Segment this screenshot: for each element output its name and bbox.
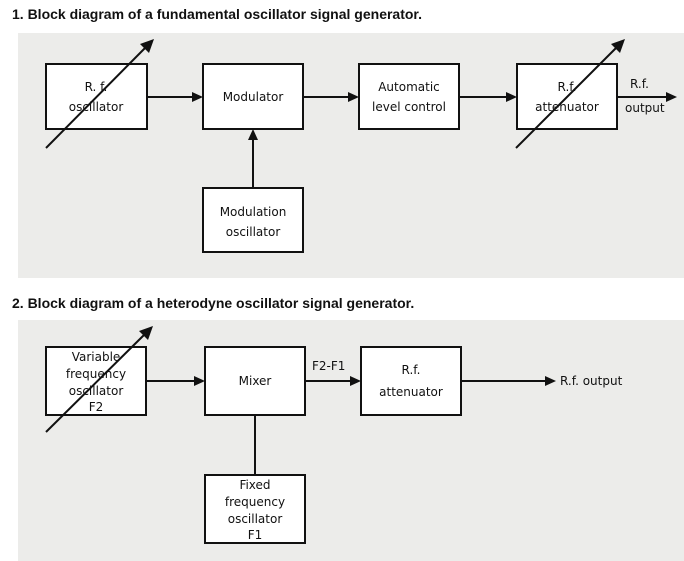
variable-control-arrow [515, 39, 625, 149]
ffo-label-3: oscillator [228, 512, 283, 526]
rf-attenuator-label-2: attenuator [535, 100, 599, 114]
connector-alc-to-attenuator [459, 92, 517, 102]
fixed-frequency-oscillator-block: Fixed frequency oscillator F1 [204, 474, 306, 544]
mixer-output-label: F2-F1 [312, 359, 345, 373]
rf-attenuator-block-2: R.f. attenuator [360, 346, 462, 416]
alc-label-2: level control [372, 100, 446, 114]
alc-label-1: Automatic [378, 80, 440, 94]
ffo-label-1: Fixed [239, 478, 270, 492]
connector-mixer-to-attenuator [305, 376, 361, 386]
modulation-oscillator-label-2: oscillator [226, 225, 281, 239]
connector-rfosc-to-modulator [147, 92, 203, 102]
rf-oscillator-label-2: oscillator [69, 100, 124, 114]
diagram2-caption: 2. Block diagram of a heterodyne oscilla… [12, 295, 415, 311]
diagram1-caption: 1. Block diagram of a fundamental oscill… [12, 6, 422, 22]
automatic-level-control-block: Automatic level control [358, 63, 460, 130]
modulator-label: Modulator [223, 90, 284, 104]
vfo-label-3: oscillator [69, 384, 124, 398]
connector-modulator-to-alc [303, 92, 359, 102]
rf-attenuator-2-label-2: attenuator [379, 385, 443, 399]
connector-attenuator-2-output [461, 376, 556, 386]
vfo-label-1: Variable [72, 350, 121, 364]
rf-attenuator-2-label-1: R.f. [402, 363, 421, 377]
variable-control-arrow [45, 39, 154, 149]
vfo-label-2: frequency [66, 367, 126, 381]
variable-control-arrow [45, 326, 153, 433]
vfo-label-4: F2 [89, 400, 104, 414]
rf-oscillator-label-1: R. f. [85, 80, 108, 94]
connector-vfo-to-mixer [146, 376, 205, 386]
rf-output-label-2: output [625, 101, 665, 115]
mixer-label: Mixer [239, 374, 272, 388]
rf-attenuator-label-1: R.f. [558, 80, 577, 94]
modulation-oscillator-label-1: Modulation [220, 205, 287, 219]
ffo-label-2: frequency [225, 495, 285, 509]
connector-attenuator-output [617, 92, 677, 102]
mixer-block: Mixer [204, 346, 306, 416]
connector-modosc-to-modulator [248, 129, 258, 188]
rf-output-label-2-diagram: R.f. output [560, 374, 623, 388]
modulation-oscillator-block: Modulation oscillator [202, 187, 304, 253]
rf-output-label-1: R.f. [630, 77, 649, 91]
variable-frequency-oscillator-block: Variable frequency oscillator F2 [45, 346, 147, 416]
modulator-block: Modulator [202, 63, 304, 130]
ffo-label-4: F1 [248, 528, 263, 542]
